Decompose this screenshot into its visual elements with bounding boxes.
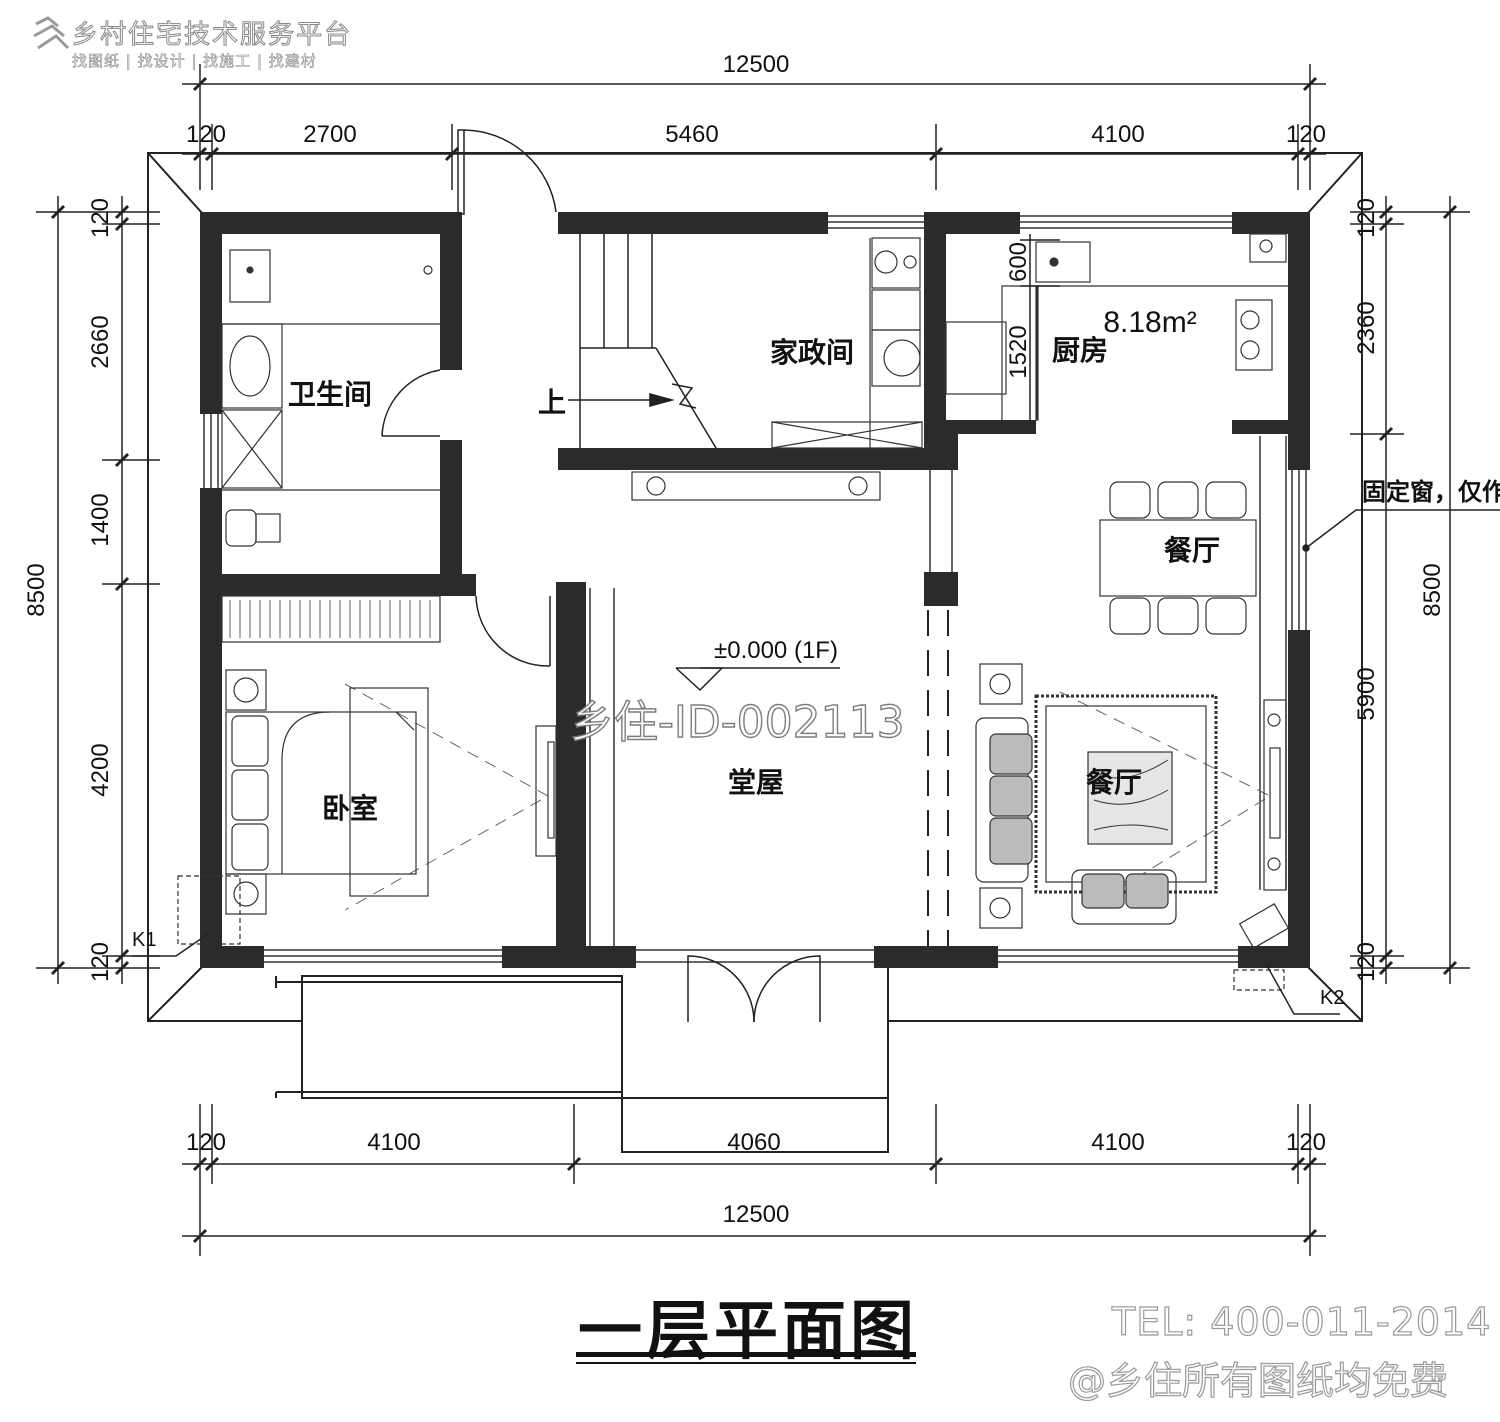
- kitchen-fixtures: [945, 233, 1288, 421]
- dimension-lines: [36, 64, 1470, 1256]
- k1-label: K1: [132, 929, 156, 951]
- dim-right-seg: 120: [1353, 198, 1380, 238]
- bedroom-furniture: [221, 595, 557, 915]
- platform-name: 乡村住宅技术服务平台: [71, 20, 353, 51]
- dim-right-seg: 120: [1353, 942, 1380, 982]
- dim-top-seg: 5460: [665, 121, 718, 148]
- dim-left-seg: 2660: [87, 315, 114, 368]
- staircase: [568, 234, 717, 449]
- elevation-label: ±0.000 (1F): [714, 637, 838, 664]
- dashed-lines: [927, 610, 949, 946]
- stair-up-label: 上: [538, 386, 566, 419]
- dim-bottom-seg: 120: [186, 1129, 226, 1156]
- bathroom-fixtures: [221, 249, 440, 547]
- dim-top-total: 12500: [723, 51, 790, 78]
- dim-top-seg: 2700: [303, 121, 356, 148]
- dim-kitchen-1520: 1520: [1005, 325, 1032, 378]
- drawing-id-watermark: 乡住-ID-002113: [569, 696, 905, 748]
- dim-bottom-seg: 4100: [367, 1129, 420, 1156]
- platform-services: 找图纸 | 找设计 | 找施工 | 找建材: [72, 52, 317, 71]
- dining-set: [1099, 481, 1257, 635]
- dim-right-total: 8500: [1419, 563, 1446, 616]
- title-underline-thin: [576, 1362, 916, 1364]
- room-label-bathroom: 卫生间: [288, 378, 372, 411]
- platform-logo-icon: [33, 16, 70, 50]
- eave-outline: [147, 152, 1363, 1022]
- fixed-window-note: 固定窗，仅作光: [1362, 478, 1500, 506]
- room-label-housekeeping: 家政间: [770, 336, 854, 369]
- free-notice: @乡住所有图纸均免费: [1067, 1358, 1449, 1403]
- housekeeping-fixtures: [631, 237, 923, 501]
- doors: [381, 129, 821, 1023]
- dim-left-seg: 120: [87, 198, 114, 238]
- dim-bottom-total: 12500: [723, 1201, 790, 1228]
- dim-right-seg: 2360: [1353, 301, 1380, 354]
- dim-bottom-seg: 4100: [1091, 1129, 1144, 1156]
- living-set: [177, 663, 1290, 991]
- dimension-ticks: [50, 76, 1458, 1244]
- room-label-hall: 堂屋: [728, 766, 784, 799]
- dim-left-total: 8500: [23, 563, 50, 616]
- room-label-living: 餐厅: [1086, 766, 1142, 799]
- dim-top-seg: 4100: [1091, 121, 1144, 148]
- k2-label: K2: [1320, 987, 1344, 1009]
- dim-left-seg: 4200: [87, 743, 114, 796]
- dim-top-seg: 120: [1286, 121, 1326, 148]
- porch: [275, 967, 889, 1153]
- kitchen-area: 8.18m²: [1103, 306, 1196, 339]
- room-label-dining: 餐厅: [1164, 534, 1220, 567]
- dim-bottom-seg: 120: [1286, 1129, 1326, 1156]
- contact-tel: TEL: 400-011-2014: [1111, 1299, 1492, 1344]
- room-label-bedroom: 卧室: [322, 792, 378, 825]
- walls: [200, 212, 1310, 968]
- room-label-kitchen: 厨房: [1052, 334, 1108, 367]
- dim-left-seg: 120: [87, 942, 114, 982]
- dim-kitchen-600: 600: [1005, 242, 1032, 282]
- dim-right-seg: 5900: [1353, 667, 1380, 720]
- drawing-title: 一层平面图: [578, 1295, 918, 1369]
- dim-left-seg: 1400: [87, 493, 114, 546]
- dim-top-seg: 120: [186, 121, 226, 148]
- title-underline: [576, 1352, 916, 1357]
- dim-bottom-seg: 4060: [727, 1129, 780, 1156]
